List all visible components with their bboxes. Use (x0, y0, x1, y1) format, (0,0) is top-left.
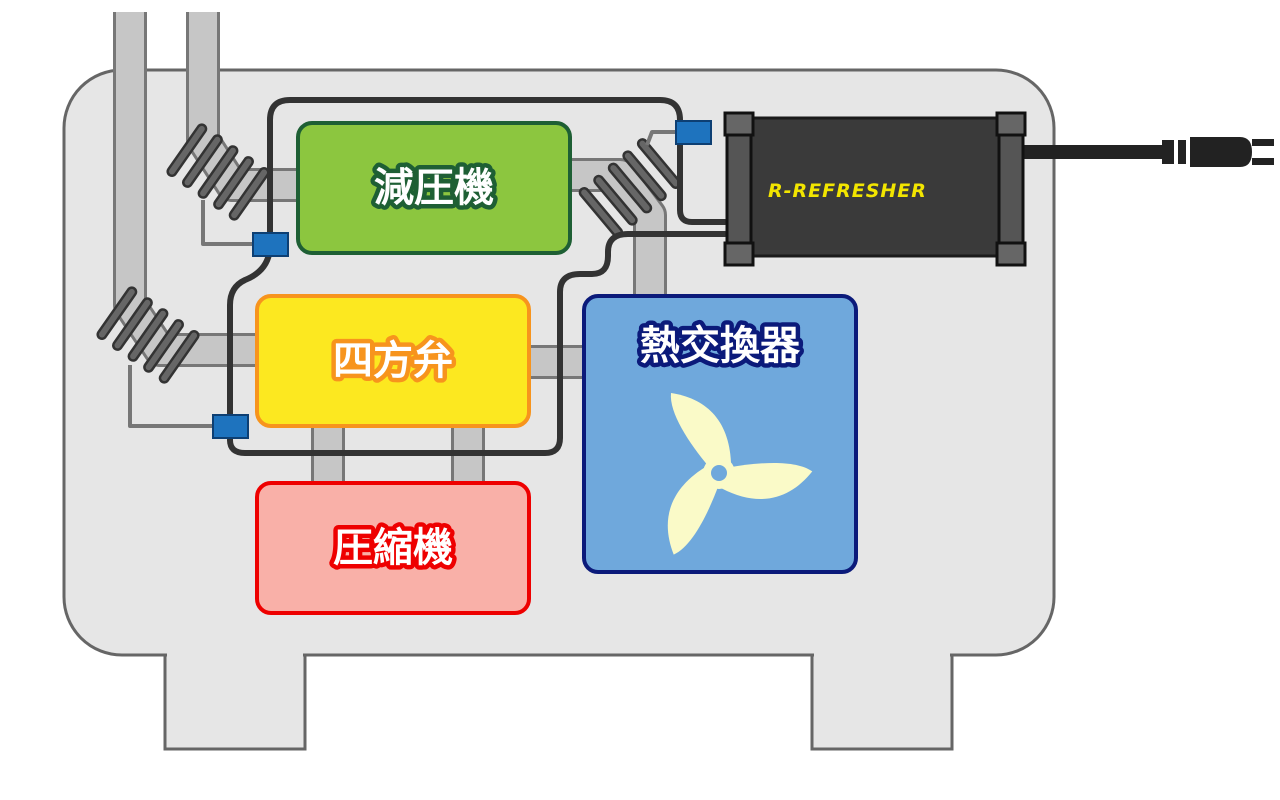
pipe-insulation-wrap-icon (96, 123, 682, 384)
sensor-clip-icon (212, 120, 712, 439)
sensor-clip-3 (675, 120, 712, 145)
decompressor-label: 減圧機 (374, 165, 494, 211)
fan-icon (667, 393, 813, 555)
sensor-clip-1 (252, 232, 289, 257)
sensor-clip-2 (212, 414, 249, 439)
power-plug-icon (1020, 137, 1274, 167)
refrigerant-pipes (113, 12, 667, 484)
sensor-leads (128, 130, 677, 428)
device-brand-label: R-REFRESHER (768, 180, 927, 202)
device-end-cap-right (997, 128, 1025, 246)
heat-exchanger-label: 熱交換器 (640, 323, 801, 369)
four-way-valve-box (255, 294, 531, 428)
power-cord (1020, 145, 1170, 159)
compressor-label: 圧縮機 (333, 525, 453, 571)
r-refresher-device: R-REFRESHER (723, 111, 1027, 267)
decompressor-box (296, 121, 572, 255)
compressor-box (255, 481, 531, 615)
device-end-cap-left (725, 128, 753, 246)
four-way-valve-label: 四方弁 (333, 338, 453, 384)
